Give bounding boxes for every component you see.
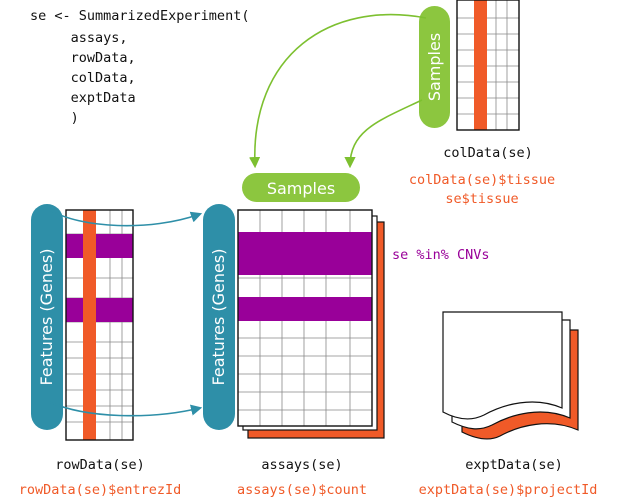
coldata-matrix [456,0,520,131]
features-middle-pill: Features (Genes) [203,204,235,430]
features-middle-label: Features (Genes) [209,249,228,386]
samples-arrow-long [249,13,427,169]
rowdata-matrix [65,209,134,441]
assay-highlight-row [238,297,372,321]
assays-label: assays(se) [261,457,342,473]
samples-horizontal-label: Samples [267,179,335,198]
features-arrow-bottom [49,401,203,417]
exptdata-access-projectid: exptData(se)$projectId [419,482,598,497]
rowdata-highlight-row [66,298,133,322]
coldata-label: colData(se) [443,145,532,161]
expt-page-front [442,311,563,420]
features-left-pill: Features (Genes) [31,204,63,430]
assays-access-count: assays(se)$count [237,482,367,497]
coldata-highlight-column [474,0,487,130]
code-line: se <- SummarizedExperiment( [30,8,249,24]
exptdata-stack [442,311,579,440]
code-line: exptData [30,90,136,106]
rowdata-highlight-column [83,210,96,440]
subset-label: se %in% CNVs [392,247,490,263]
code-line: colData, [30,70,136,86]
code-line: ) [30,110,79,126]
samples-vertical-pill: Samples [419,6,450,128]
exptdata-label: exptData(se) [465,457,563,473]
rowdata-access-entrezid: rowData(se)$entrezId [19,482,182,497]
samples-horizontal-pill: Samples [242,173,360,202]
features-left-label: Features (Genes) [37,249,56,386]
features-arrow-top [49,209,203,227]
assays-stack [237,209,385,439]
assay-highlight-row [238,232,372,275]
code-line: assays, [30,30,128,46]
assay-matrix-front [237,209,373,427]
code-block: se <- SummarizedExperiment( assays, rowD… [30,8,249,126]
samples-arrow-short [344,99,423,169]
coldata-access-tissue: colData(se)$tissue [409,172,555,188]
rowdata-highlight-row [66,234,133,258]
samples-vertical-label: Samples [425,33,444,101]
rowdata-label: rowData(se) [55,457,144,473]
code-line: rowData, [30,50,136,66]
coldata-access-se-tissue: se$tissue [445,191,518,207]
